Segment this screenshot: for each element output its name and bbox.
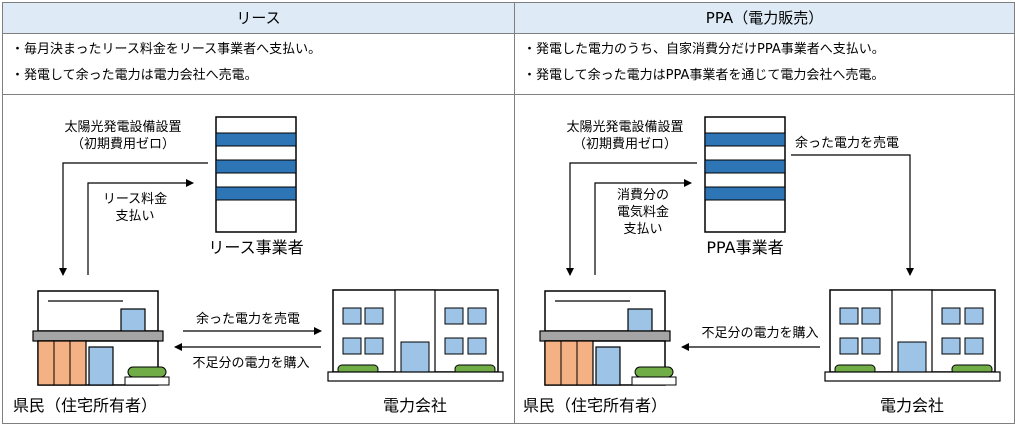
install-label-line2: （初期費用ゼロ） <box>71 137 175 152</box>
house-icon <box>32 290 170 386</box>
provider-building-icon <box>215 116 297 233</box>
ppa-payment-label-line1: 消費分の <box>617 188 669 203</box>
install-label-line1: 太陽光発電設備設置 <box>64 119 181 135</box>
ppa-payment-label-line2: 電気料金 <box>617 204 669 220</box>
ppa-diagram-svg: PPA事業者 太陽光発電設備設置 （初期費用ゼロ） 消費分の 電気料金 支払い … <box>523 116 1001 415</box>
ppa-payment-arrow <box>594 179 692 275</box>
ppa-utility-label: 電力会社 <box>880 396 944 415</box>
diagram-lease: リース事業者 太陽光発電設備設置 （初期費用ゼロ） リース料金 支払い <box>2 94 515 424</box>
header-lease: リース <box>2 2 515 34</box>
ppa-sell-arrow <box>791 154 914 276</box>
diagram-ppa: PPA事業者 太陽光発電設備設置 （初期費用ゼロ） 消費分の 電気料金 支払い … <box>514 94 1015 424</box>
header-lease-text: リース <box>236 9 281 27</box>
header-ppa-text: PPA（電力販売） <box>705 9 824 27</box>
ppa-sell-label: 余った電力を売電 <box>795 135 899 151</box>
payment-label-line2: 支払い <box>115 209 154 224</box>
ppa-buy-label: 不足分の電力を購入 <box>701 326 818 341</box>
utility-building-icon <box>327 289 504 382</box>
ppa-resident-label: 県民（住宅所有者） <box>523 396 667 415</box>
ppa-provider-label: PPA事業者 <box>706 238 783 257</box>
ppa-house-icon <box>539 290 677 386</box>
ppa-install-arrow <box>566 162 697 276</box>
ppa-payment-label-line3: 支払い <box>623 222 662 237</box>
comparison-table: リース PPA（電力販売） ・毎月決まったリース料金をリース事業者へ支払い。 ・… <box>2 2 1015 424</box>
provider-label: リース事業者 <box>208 238 303 257</box>
ppa-bullet-2: ・発電して余った電力はPPA事業者を通じて電力会社へ売電。 <box>523 68 885 83</box>
notes-lease: ・毎月決まったリース料金をリース事業者へ支払い。 ・発電して余った電力は電力会社… <box>2 33 515 95</box>
lease-diagram-svg: リース事業者 太陽光発電設備設置 （初期費用ゼロ） リース料金 支払い <box>13 116 504 415</box>
sell-label: 余った電力を売電 <box>196 311 300 327</box>
install-arrow <box>59 162 208 276</box>
payment-label-line1: リース料金 <box>103 191 167 207</box>
utility-label: 電力会社 <box>383 396 447 415</box>
lease-bullet-1: ・毎月決まったリース料金をリース事業者へ支払い。 <box>11 42 322 57</box>
buy-label: 不足分の電力を購入 <box>192 356 309 371</box>
ppa-utility-building-icon <box>824 289 1001 382</box>
ppa-provider-building-icon <box>704 116 786 233</box>
resident-label: 県民（住宅所有者） <box>13 396 157 415</box>
header-ppa: PPA（電力販売） <box>514 2 1015 34</box>
lease-bullet-2: ・発電して余った電力は電力会社へ売電。 <box>11 68 258 83</box>
payment-arrow <box>87 179 194 275</box>
notes-ppa: ・発電した電力のうち、自家消費分だけPPA事業者へ支払い。 ・発電して余った電力… <box>514 33 1015 95</box>
ppa-bullet-1: ・発電した電力のうち、自家消費分だけPPA事業者へ支払い。 <box>523 42 885 57</box>
ppa-install-label-line2: （初期費用ゼロ） <box>573 137 677 152</box>
ppa-install-label-line1: 太陽光発電設備設置 <box>566 119 683 135</box>
